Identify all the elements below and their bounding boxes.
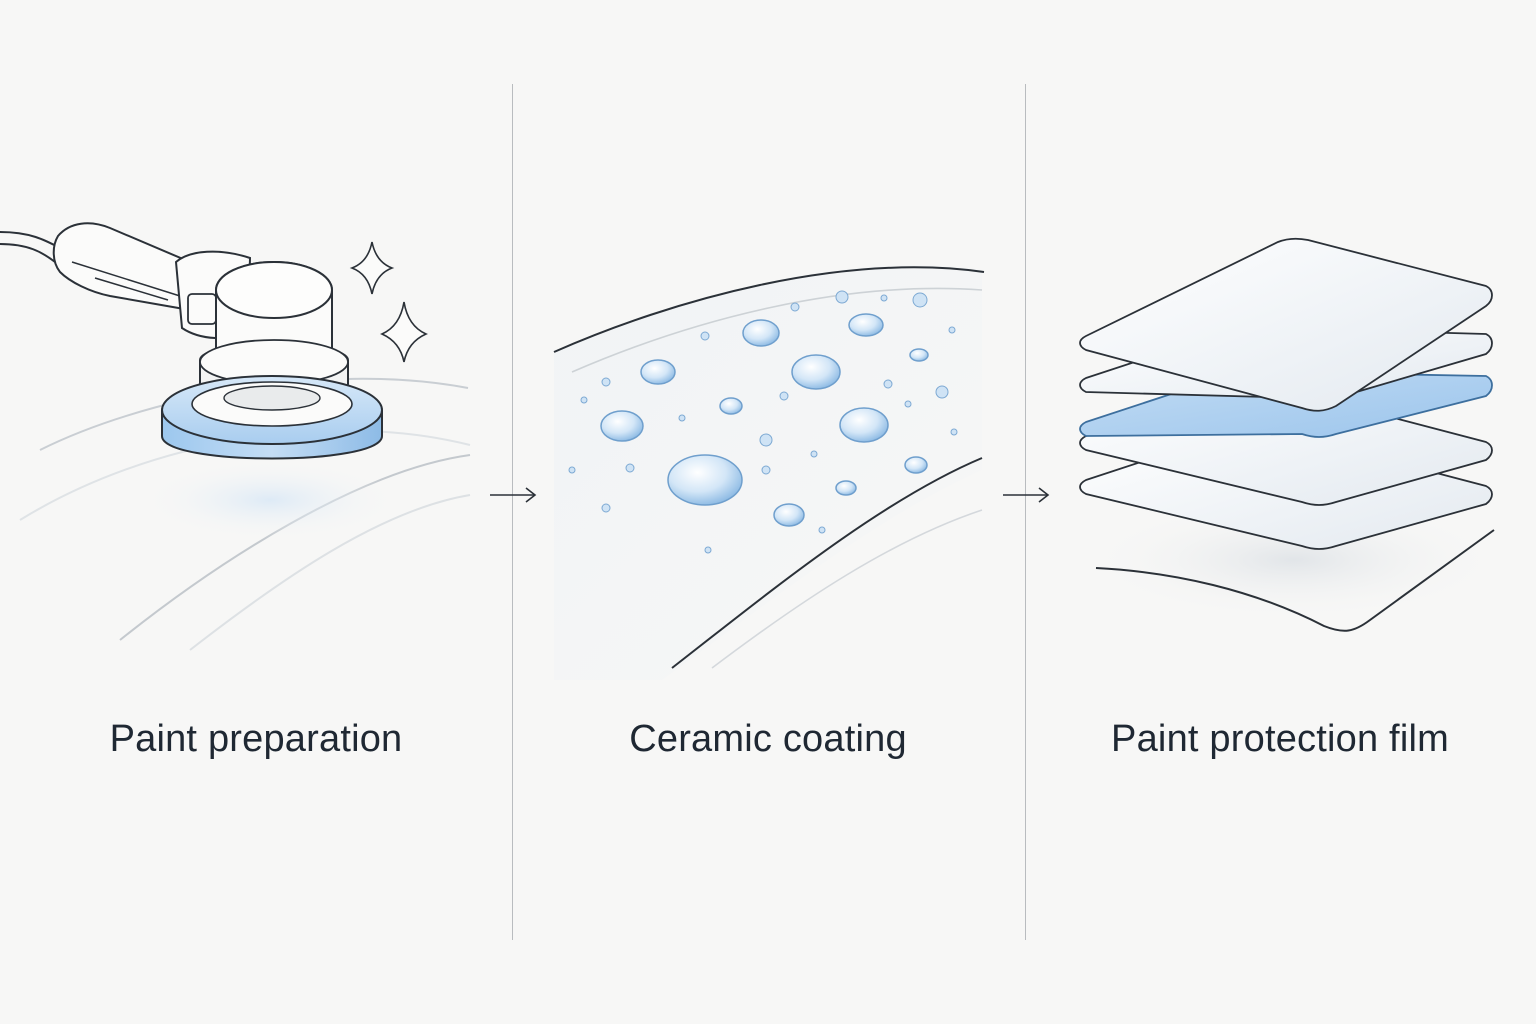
arrow-right-icon [1003,487,1050,503]
step-label: Paint protection film [1111,718,1449,760]
polisher-icon [0,222,471,651]
divider [1025,84,1026,940]
step-label: Ceramic coating [629,718,907,760]
step-paint-preparation: Paint preparation [0,0,512,1024]
divider [512,84,513,940]
water-beads-icon [553,265,985,680]
step-paint-protection-film: Paint protection film [1024,0,1536,1024]
arrow-right-icon [490,487,537,503]
film-layers-icon [1079,237,1504,632]
step-label: Paint preparation [109,718,403,760]
step-ceramic-coating: Ceramic coating [512,0,1024,1024]
